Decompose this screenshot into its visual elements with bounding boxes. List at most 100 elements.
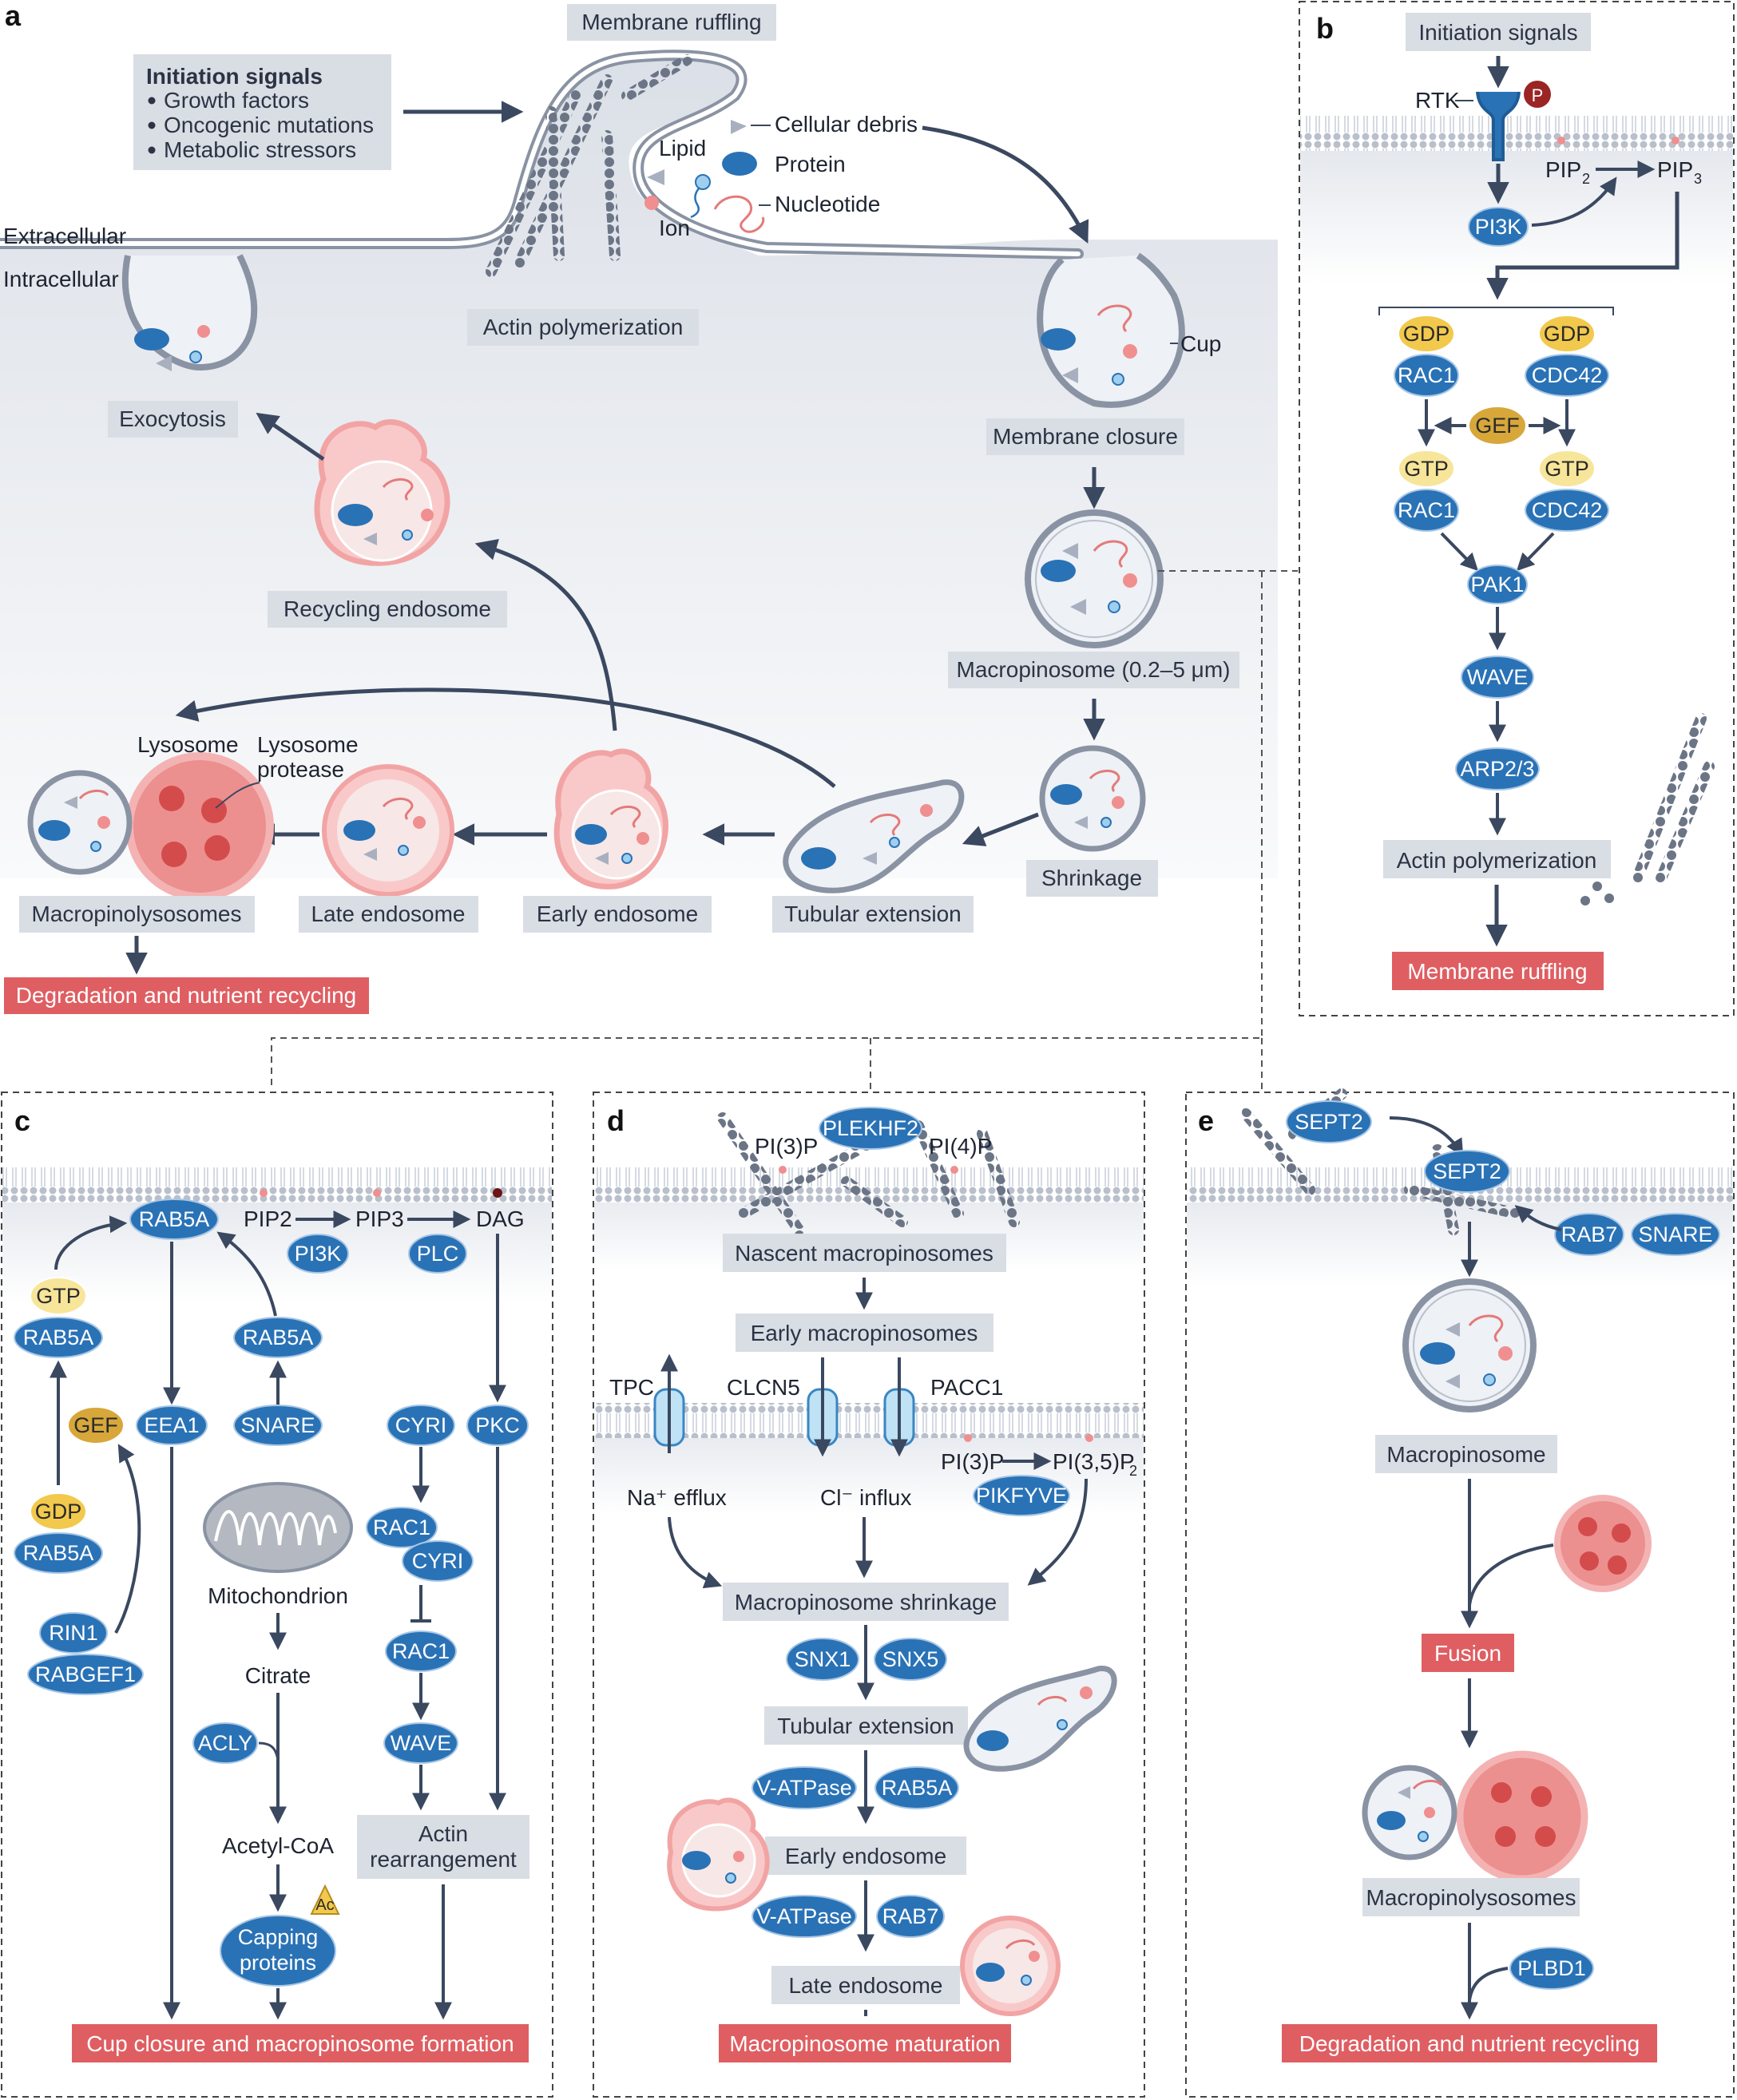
cyri-node-complex: [402, 1540, 474, 1582]
rtk-receptor: [1476, 91, 1521, 161]
svg-text:CDC42: CDC42: [1532, 498, 1603, 522]
plc-node: [408, 1234, 467, 1274]
svg-text:Macropinosome shrinkage: Macropinosome shrinkage: [735, 1590, 997, 1615]
panel-d: d PLEKHF2 PI(3)P PI(4)P Nascent macropin…: [593, 1092, 1145, 2098]
svg-text:PI(4)P: PI(4)P: [929, 1134, 992, 1159]
macropinosome: [1025, 509, 1164, 648]
snx1-node: [786, 1638, 859, 1681]
svg-text:P: P: [1532, 85, 1544, 105]
svg-text:CYRI: CYRI: [395, 1413, 447, 1437]
rac1-gdp-node: [1394, 354, 1459, 397]
svg-text:SNX5: SNX5: [882, 1647, 939, 1671]
protein-icon: [722, 152, 757, 176]
svg-text:RAC1: RAC1: [392, 1639, 450, 1663]
svg-text:Mitochondrion: Mitochondrion: [208, 1583, 348, 1608]
svg-text:Early endosome: Early endosome: [537, 901, 698, 926]
nucleotide-icon: [713, 195, 765, 233]
svg-text:Cup: Cup: [1180, 331, 1221, 356]
rab7-node-d: [876, 1895, 945, 1938]
pi3k-node-b: [1468, 207, 1529, 247]
early-endosome-label-d: [765, 1837, 966, 1875]
svg-text:Membrane closure: Membrane closure: [993, 424, 1178, 449]
initiation-item: Metabolic stressors: [164, 137, 356, 162]
svg-text:SNX1: SNX1: [795, 1647, 851, 1671]
capping-proteins-node: [220, 1915, 336, 1987]
acly-node: [192, 1722, 258, 1764]
ion-icon: [644, 196, 659, 210]
rac1-gtp-node: [1394, 489, 1459, 532]
svg-text:PLC: PLC: [417, 1242, 459, 1266]
svg-text:RAB5A: RAB5A: [23, 1325, 94, 1349]
pikfyve-node: [973, 1475, 1070, 1516]
panel-label-b: b: [1316, 12, 1334, 45]
initiation-signals-label-b: [1406, 13, 1591, 51]
rac1-node-c2: [385, 1630, 457, 1672]
svg-text:Late endosome: Late endosome: [788, 1973, 942, 1998]
svg-text:SNARE: SNARE: [240, 1413, 315, 1437]
svg-text:Tubular extension: Tubular extension: [777, 1714, 954, 1738]
panel-a: a Membrane ruffling Initiation signals G…: [0, 0, 1298, 1090]
svg-text:Actin: Actin: [418, 1821, 468, 1846]
svg-text:PI(3,5)P: PI(3,5)P: [1053, 1449, 1135, 1474]
svg-text:GDP: GDP: [1544, 322, 1591, 346]
svg-text:CDC42: CDC42: [1532, 363, 1603, 387]
svg-text:Nucleotide: Nucleotide: [775, 192, 880, 216]
macropinolysosomes-label: [19, 896, 255, 933]
svg-text:PIKFYVE: PIKFYVE: [976, 1484, 1067, 1508]
wave-node-b: [1461, 656, 1534, 699]
svg-text:Actin polymerization: Actin polymerization: [1397, 848, 1597, 873]
svg-text:Lysosome: Lysosome: [137, 732, 239, 757]
membrane-ruffling-outcome: [1392, 952, 1604, 990]
svg-text:Degradation and nutrient recyc: Degradation and nutrient recycling: [1299, 2031, 1640, 2056]
svg-text:WAVE: WAVE: [391, 1731, 452, 1755]
svg-text:protease: protease: [257, 757, 344, 782]
nascent-macropinosomes-label: [723, 1234, 1006, 1272]
panel-label-e: e: [1198, 1104, 1214, 1137]
svg-text:Membrane ruffling: Membrane ruffling: [1407, 959, 1587, 984]
panel-b: b Initiation signals P RTK PIP 2 PIP 3 P…: [1299, 1, 1735, 1016]
rab5a-node-top: [129, 1199, 219, 1240]
svg-text:Exocytosis: Exocytosis: [119, 406, 226, 431]
svg-text:rearrangement: rearrangement: [370, 1847, 517, 1872]
actin-rearrangement-label: [357, 1815, 529, 1879]
svg-text:RAB7: RAB7: [1561, 1222, 1618, 1246]
svg-text:Initiation signals: Initiation signals: [146, 64, 323, 89]
degradation-outcome-a: [4, 977, 369, 1014]
wave-node-c: [383, 1722, 458, 1764]
snare-node-e: [1631, 1213, 1720, 1256]
svg-text:DAG: DAG: [476, 1207, 525, 1231]
exocytosis-label: [108, 401, 238, 438]
svg-text:Acetyl-CoA: Acetyl-CoA: [222, 1833, 334, 1858]
svg-text:GDP: GDP: [1403, 322, 1450, 346]
svg-text:WAVE: WAVE: [1467, 665, 1529, 689]
pi3k-node-c: [287, 1234, 349, 1274]
plbd1-node: [1509, 1947, 1594, 1990]
panel-label-d: d: [607, 1104, 625, 1137]
svg-text:PIP3: PIP3: [355, 1207, 404, 1231]
plekhf2-node: [819, 1107, 922, 1150]
panel-label-a: a: [5, 0, 22, 32]
initiation-item: Growth factors: [164, 88, 309, 113]
svg-text:RAB7: RAB7: [882, 1904, 939, 1928]
svg-text:PI3K: PI3K: [295, 1242, 342, 1266]
cup-closure-outcome: [72, 2024, 529, 2062]
panel-label-c: c: [14, 1104, 30, 1137]
svg-text:GTP: GTP: [1404, 457, 1449, 481]
rac1-node-c1: [366, 1507, 438, 1548]
svg-text:SNARE: SNARE: [1638, 1222, 1712, 1246]
macropinosome-shrinkage-label: [723, 1583, 1009, 1621]
svg-text:SEPT2: SEPT2: [1295, 1110, 1363, 1134]
late-endosome-label-d: [771, 1966, 960, 2004]
svg-text:TPC: TPC: [609, 1375, 654, 1400]
svg-text:ARP2/3: ARP2/3: [1460, 757, 1534, 781]
actin-filament: [486, 90, 581, 277]
svg-text:Membrane ruffling: Membrane ruffling: [581, 10, 761, 34]
lipid-icon: [695, 174, 711, 190]
shrinkage-label: [1026, 860, 1158, 897]
svg-text:Nascent macropinosomes: Nascent macropinosomes: [735, 1241, 993, 1266]
svg-text:PACC1: PACC1: [930, 1375, 1003, 1400]
svg-text:GEF: GEF: [1475, 414, 1520, 438]
svg-text:Late endosome: Late endosome: [311, 901, 465, 926]
svg-text:Macropinolysosomes: Macropinolysosomes: [1366, 1885, 1576, 1910]
svg-text:SEPT2: SEPT2: [1433, 1159, 1501, 1183]
